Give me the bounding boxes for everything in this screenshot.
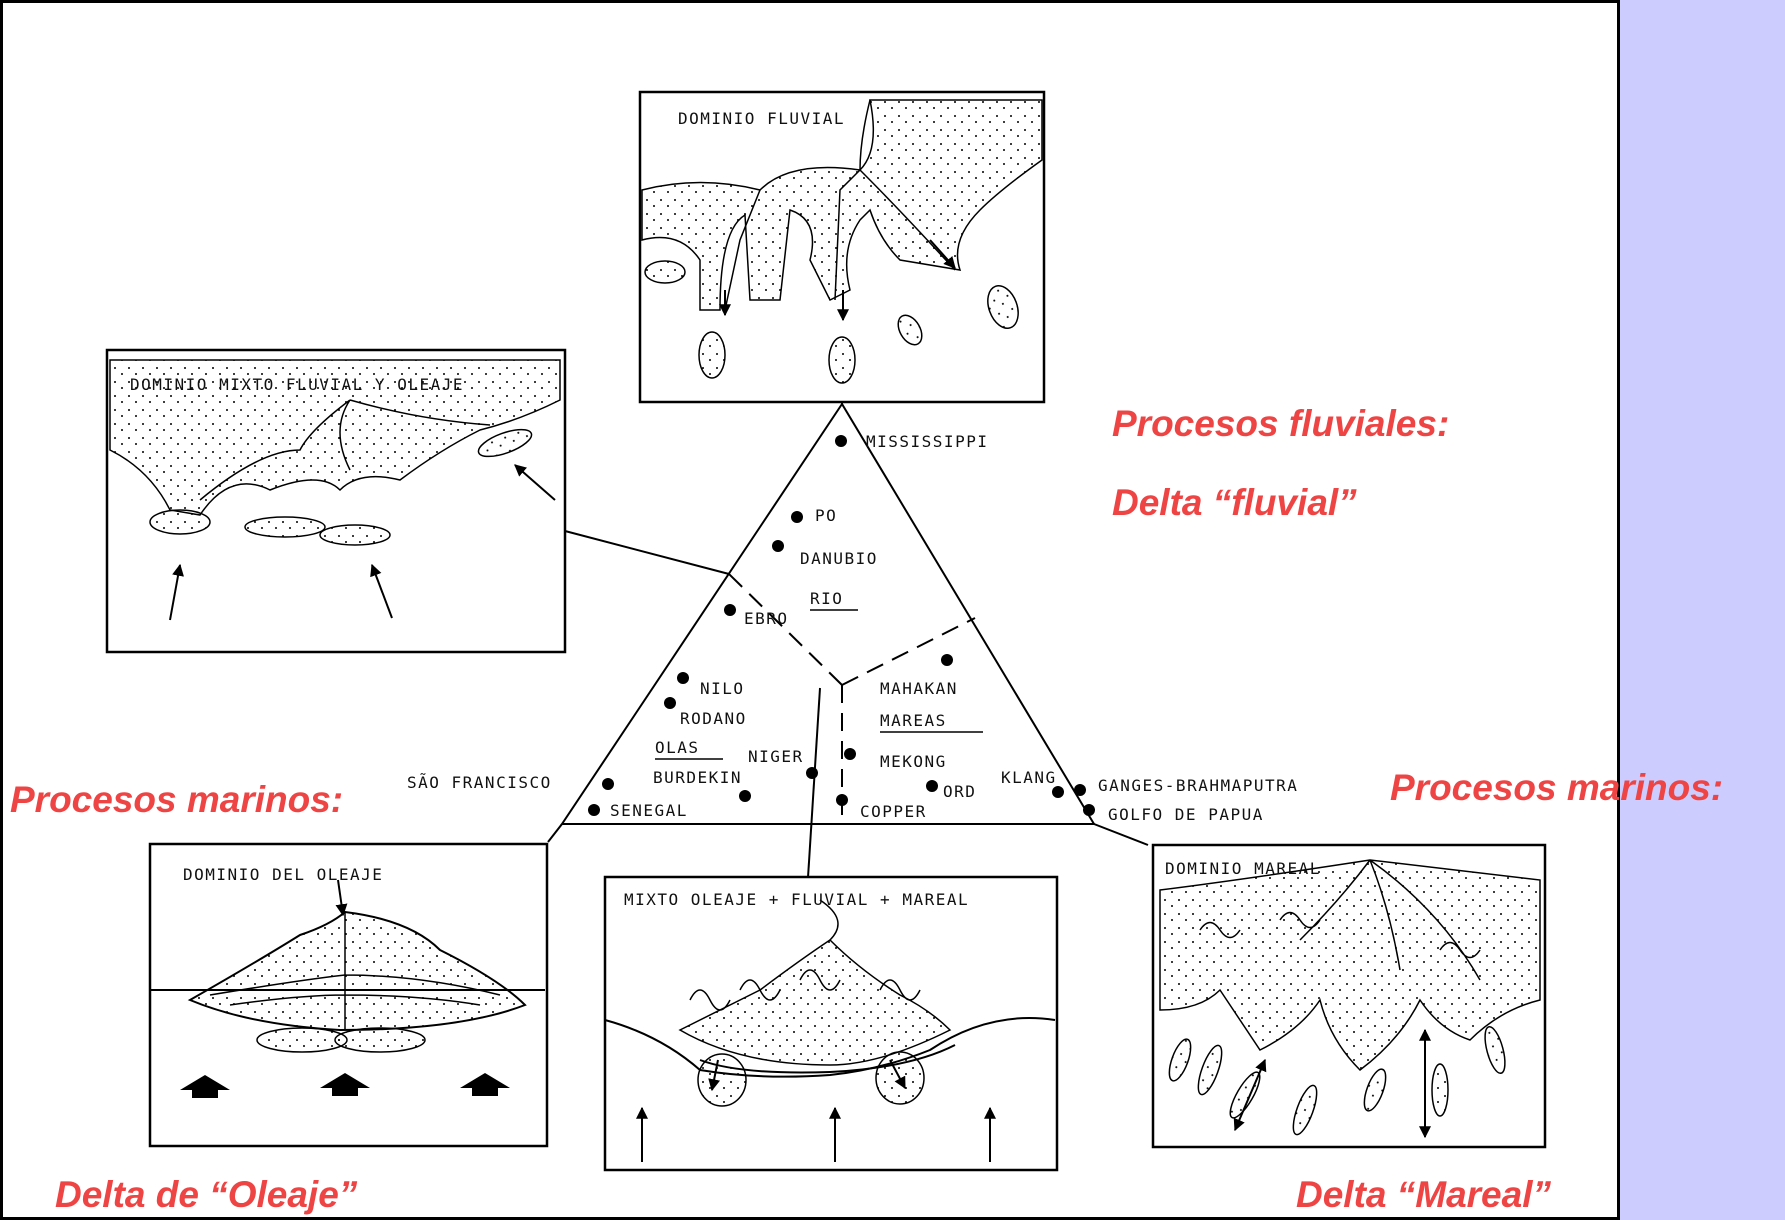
point-papua (1083, 804, 1095, 816)
point-ganges (1074, 784, 1086, 796)
field-mareas: MAREAS (880, 711, 947, 730)
caption-marine-left: Procesos marinos: (10, 779, 343, 820)
label-po: PO (815, 506, 837, 525)
caption-marine-right: Procesos marinos: (1390, 767, 1723, 808)
panel-wave-title: DOMINIO DEL OLEAJE (183, 865, 383, 884)
label-klang: KLANG (1001, 768, 1057, 787)
label-senegal: SENEGAL (610, 801, 688, 820)
point-danubio (772, 540, 784, 552)
point-mahakan (941, 654, 953, 666)
field-rio: RIO (810, 589, 843, 608)
panel-tidal-title: DOMINIO MAREAL (1165, 859, 1321, 878)
label-ord: ORD (943, 782, 976, 801)
point-senegal (588, 804, 600, 816)
point-burdekin (739, 790, 751, 802)
field-olas: OLAS (655, 738, 700, 757)
point-po (791, 511, 803, 523)
point-copper (836, 794, 848, 806)
label-ebro: EBRO (744, 609, 789, 628)
caption-fluvial-title: Procesos fluviales: (1112, 403, 1449, 444)
point-mississippi (835, 435, 847, 447)
label-danubio: DANUBIO (800, 549, 878, 568)
panel-fluvial: DOMINIO FLUVIAL (638, 90, 1046, 404)
label-sao-francisco: SÃO FRANCISCO (407, 773, 552, 792)
label-mekong: MEKONG (880, 752, 947, 771)
label-ganges: GANGES-BRAHMAPUTRA (1098, 776, 1298, 795)
caption-delta-mareal: Delta “Mareal” (1296, 1174, 1551, 1215)
point-ord (926, 780, 938, 792)
field-labels: RIO OLAS MAREAS (655, 589, 983, 760)
panel-wave: DOMINIO DEL OLEAJE (148, 842, 549, 1148)
panel-mixed-fluvial-wave: DOMINIO MIXTO FLUVIAL Y OLEAJE (105, 348, 567, 654)
point-nilo (677, 672, 689, 684)
panel-fluvial-title: DOMINIO FLUVIAL (678, 109, 845, 128)
label-niger: NIGER (748, 747, 804, 766)
label-mississippi: MISSISSIPPI (866, 432, 988, 451)
label-nilo: NILO (700, 679, 745, 698)
captions: Procesos fluviales: Delta “fluvial” Proc… (10, 403, 1723, 1215)
point-klang (1052, 786, 1064, 798)
panel-tidal: DOMINIO MAREAL (1151, 843, 1547, 1149)
point-sao-francisco (602, 778, 614, 790)
label-burdekin: BURDEKIN (653, 768, 742, 787)
panel-mixed-all: MIXTO OLEAJE + FLUVIAL + MAREAL (603, 875, 1059, 1172)
point-ebro (724, 604, 736, 616)
point-rodano (664, 697, 676, 709)
panel-mixed-all-title: MIXTO OLEAJE + FLUVIAL + MAREAL (624, 890, 969, 909)
ternary-triangle (547, 372, 1149, 926)
label-papua: GOLFO DE PAPUA (1108, 805, 1264, 824)
panel-mixed-fluvial-wave-title: DOMINIO MIXTO FLUVIAL Y OLEAJE (130, 375, 464, 394)
caption-delta-oleaje: Delta de “Oleaje” (55, 1174, 358, 1215)
label-mahakan: MAHAKAN (880, 679, 958, 698)
label-rodano: RODANO (680, 709, 747, 728)
caption-fluvial-sub: Delta “fluvial” (1112, 482, 1357, 523)
point-mekong (844, 748, 856, 760)
point-niger (806, 767, 818, 779)
delta-points: MISSISSIPPI PO DANUBIO EBRO NILO RODANO … (407, 432, 1298, 824)
label-copper: COPPER (860, 802, 927, 821)
